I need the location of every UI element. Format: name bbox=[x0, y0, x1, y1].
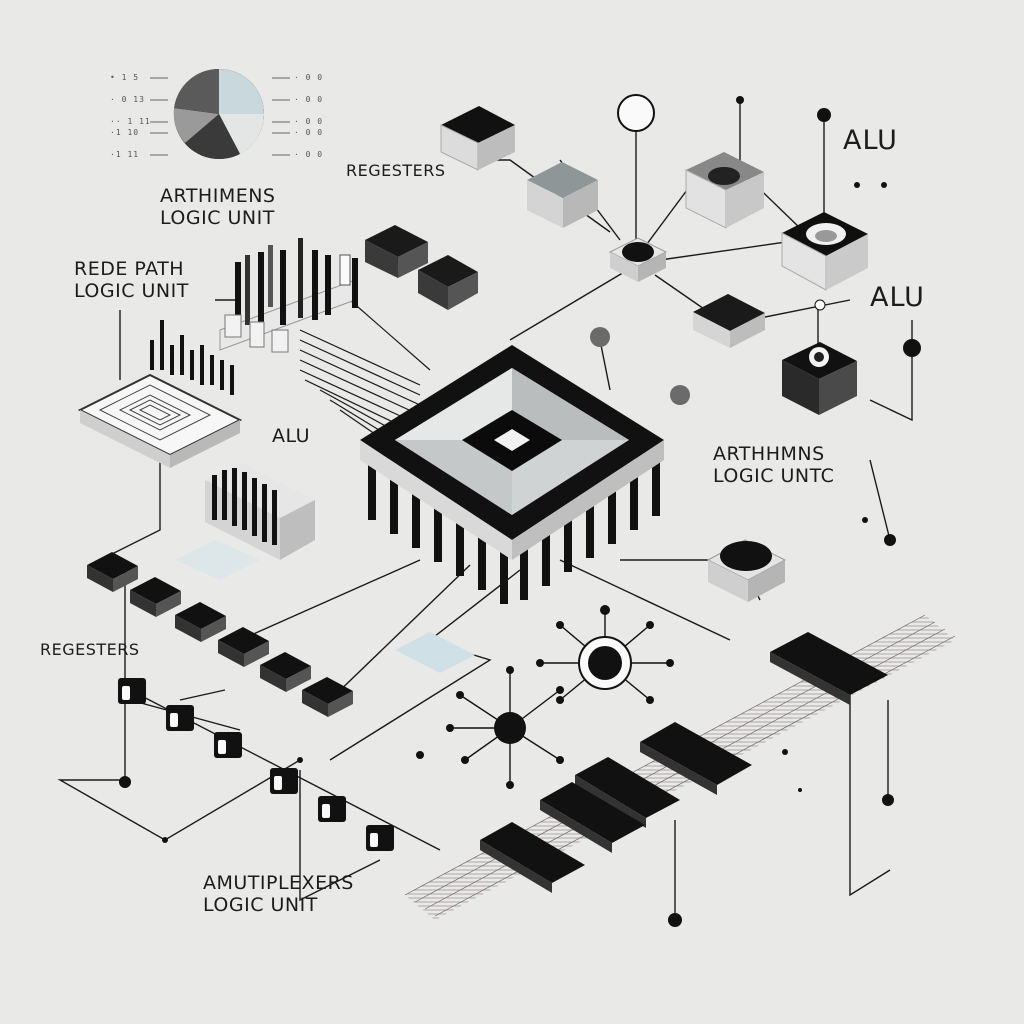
legend-right-item: · 0 0 bbox=[294, 128, 324, 137]
node-dots bbox=[119, 94, 921, 927]
label-arithmetic-logic-unit-right: ARTHHMNS LOGIC UNTC bbox=[713, 443, 835, 488]
hub-node-lower bbox=[446, 666, 564, 789]
node-block-black-hole bbox=[781, 212, 868, 291]
label-registers-left: REGESTERS bbox=[40, 640, 140, 659]
round-node-right bbox=[706, 539, 787, 602]
label-arithmetic-logic-unit-top: ARTHIMENS LOGIC UNIT bbox=[160, 185, 276, 230]
data-bus-ribbon bbox=[404, 614, 956, 920]
label-alu-top-right: ALU bbox=[843, 125, 898, 156]
hub-node-upper bbox=[536, 605, 674, 704]
top-block-dark bbox=[440, 106, 515, 171]
legend-left-item: ·1 11 bbox=[110, 150, 140, 159]
maze-chip bbox=[77, 373, 243, 468]
bar-structure bbox=[219, 238, 358, 353]
pie-chart-legend bbox=[150, 68, 290, 159]
legend-left-item: ·1 10 bbox=[110, 128, 140, 137]
ribbed-blocks bbox=[205, 462, 315, 560]
label-alu-center-left: ALU bbox=[272, 425, 311, 447]
legend-right-item: · 0 0 bbox=[294, 95, 324, 104]
legend-right-item: · 0 0 bbox=[294, 73, 324, 82]
top-block-gray bbox=[527, 162, 598, 228]
legend-left-item: · 0 13 bbox=[110, 95, 145, 104]
node-block-junction bbox=[608, 237, 668, 282]
legend-left-item: • 1 5 bbox=[110, 73, 140, 82]
register-chip-chain bbox=[87, 552, 353, 717]
comb-structure bbox=[150, 320, 234, 395]
register-chip-pair bbox=[365, 225, 478, 310]
block-mid-right bbox=[693, 294, 765, 348]
label-registers-top: REGESTERS bbox=[346, 161, 446, 180]
label-multiplexers-logic-unit: AMUTIPLEXERS LOGIC UNIT bbox=[203, 872, 354, 917]
multiplexer-chip-chain bbox=[118, 678, 394, 851]
central-processor-chip bbox=[360, 345, 664, 604]
accent-panels bbox=[175, 540, 475, 673]
label-alu-right: ALU bbox=[870, 282, 925, 313]
node-block-gray-hole bbox=[685, 152, 764, 229]
label-rede-path-logic-unit: REDE PATH LOGIC UNIT bbox=[74, 258, 189, 303]
alu-chip-small bbox=[782, 342, 857, 415]
legend-right-item: · 0 0 bbox=[294, 117, 324, 126]
legend-right-item: · 0 0 bbox=[294, 150, 324, 159]
legend-left-item: ·· 1 11 bbox=[110, 117, 151, 126]
